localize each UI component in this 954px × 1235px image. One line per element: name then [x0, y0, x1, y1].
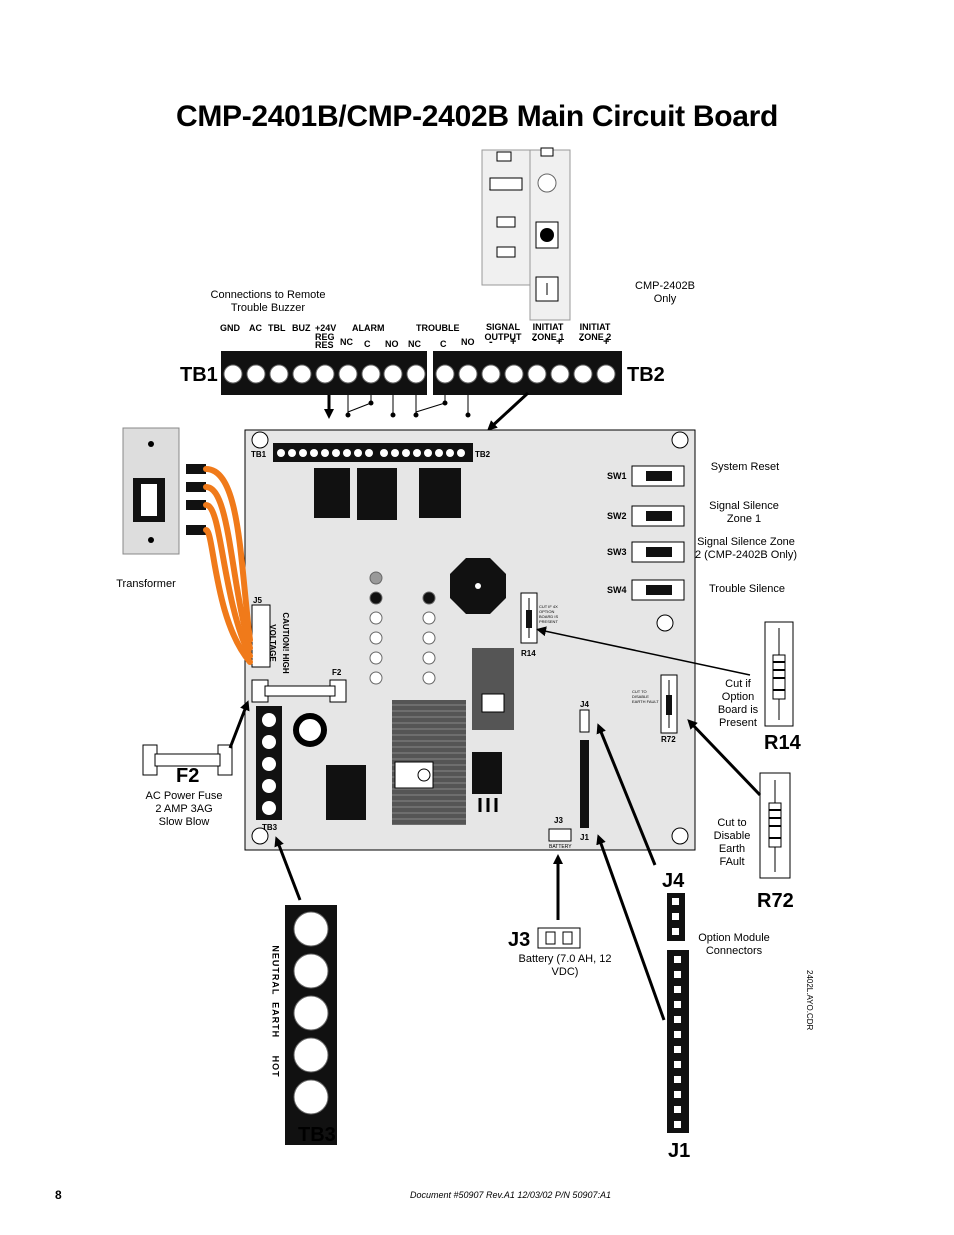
document-footer: Document #50907 Rev.A1 12/03/02 P/N 5090… — [410, 1190, 611, 1200]
tb3-label: TB3 — [298, 1124, 336, 1146]
option-connectors-callout: Option Module Connectors — [698, 932, 770, 957]
tb1-term-24v: +24V — [315, 323, 337, 333]
signal-plus: + — [510, 336, 517, 348]
zone2-minus: - — [580, 334, 584, 346]
caution-label: CAUTION! HIGH VOLTAGE — [268, 612, 290, 674]
trouble-c: C — [440, 339, 447, 349]
board-tb2: TB2 — [475, 450, 491, 459]
j3-large — [537, 927, 581, 949]
board-cut-r72: CUT TO DISABLE EARTH FAULT — [632, 689, 659, 704]
tb1-term-gnd: GND — [220, 323, 240, 333]
f2-label: F2 — [176, 765, 200, 787]
transformer-callout: Transformer — [116, 578, 176, 590]
board-r14: R14 — [521, 649, 536, 658]
battery-callout: Battery (7.0 AH, 12 VDC) — [518, 953, 612, 978]
option-module-strips — [481, 147, 571, 321]
alarm-nc: NC — [340, 337, 353, 347]
board-cut-r14: CUT IF 4X OPTION BOARD IS PRESENT — [539, 604, 559, 624]
ac-fuse-callout: AC Power Fuse 2 AMP 3AG Slow Blow — [145, 790, 223, 828]
signal-silence-2-callout: Signal Silence Zone 2 (CMP-2402B Only) — [694, 536, 798, 561]
board-j5: J5 — [253, 596, 262, 605]
sw1-label: SW1 — [607, 471, 627, 481]
remote-buzzer-callout: Connections to Remote Trouble Buzzer — [210, 289, 326, 314]
sw2-label: SW2 — [607, 511, 627, 521]
trouble-label: TROUBLE — [416, 323, 460, 333]
trouble-silence-callout: Trouble Silence — [708, 583, 786, 595]
signal-output-label: SIGNAL OUTPUT — [484, 322, 522, 342]
tb1-term-tbl: TBL — [268, 323, 286, 333]
tb3-terminal-text: NEUTRAL EARTH HOT — [270, 945, 281, 1078]
page-title: CMP-2401B/CMP-2402B Main Circuit Board — [175, 100, 779, 133]
cmp2402b-only-callout: CMP-2402B Only — [635, 280, 695, 305]
main-board — [244, 429, 696, 851]
zone2-plus: + — [603, 336, 610, 348]
cut-r14-callout: Cut if Option Board is Present — [717, 678, 759, 729]
relay-contacts — [345, 395, 471, 418]
initiat-zone2-label: INITIAT ZONE 2 — [578, 322, 612, 342]
board-tb3: TB3 — [262, 823, 278, 832]
board-battery: BATTERY — [549, 844, 572, 850]
board-j4: J4 — [580, 700, 589, 709]
tb1-tb2-strip — [221, 351, 622, 395]
board-tb1: TB1 — [251, 450, 267, 459]
initiat-zone1-label: INITIAT ZONE 1 — [531, 322, 565, 342]
tb1-term-buz: BUZ — [292, 323, 311, 333]
trouble-nc: NC — [408, 339, 421, 349]
transformer-wires — [203, 466, 253, 665]
f2-fuse — [142, 744, 233, 776]
r14-large — [764, 621, 794, 727]
sw4-label: SW4 — [607, 585, 627, 595]
tb3-large — [285, 905, 337, 1145]
cut-r72-callout: Cut to Disable Earth FAult — [713, 817, 751, 868]
tb1-term-reg: REG — [315, 332, 335, 342]
j1-large — [667, 950, 689, 1133]
tb1-label: TB1 — [180, 364, 218, 386]
r72-label: R72 — [757, 890, 794, 912]
r72-large — [759, 772, 791, 879]
alarm-label: ALARM — [352, 323, 385, 333]
j4-large — [667, 893, 685, 941]
board-j1: J1 — [580, 833, 589, 842]
alarm-c: C — [364, 339, 371, 349]
tb1-term-ac: AC — [249, 323, 262, 333]
system-reset-callout: System Reset — [710, 461, 780, 473]
zone1-plus: + — [556, 336, 563, 348]
j1-label: J1 — [668, 1140, 691, 1162]
board-r72: R72 — [661, 735, 676, 744]
board-f2: F2 — [332, 668, 342, 677]
tb2-label: TB2 — [627, 364, 665, 386]
page-number: 8 — [55, 1188, 62, 1202]
r14-label: R14 — [764, 732, 801, 754]
zone1-minus: - — [533, 334, 537, 346]
transformer — [122, 427, 206, 555]
signal-silence-1-callout: Signal Silence Zone 1 — [709, 500, 779, 525]
signal-minus: - — [489, 336, 493, 348]
j4-label: J4 — [662, 870, 685, 892]
sw3-label: SW3 — [607, 547, 627, 557]
j3-label: J3 — [508, 929, 531, 951]
tb1-term-res: RES — [315, 340, 334, 350]
alarm-no: NO — [385, 339, 399, 349]
trouble-no: NO — [461, 337, 475, 347]
file-id: 2402L.AYO.CDR — [805, 970, 814, 1031]
board-j3: J3 — [554, 816, 563, 825]
